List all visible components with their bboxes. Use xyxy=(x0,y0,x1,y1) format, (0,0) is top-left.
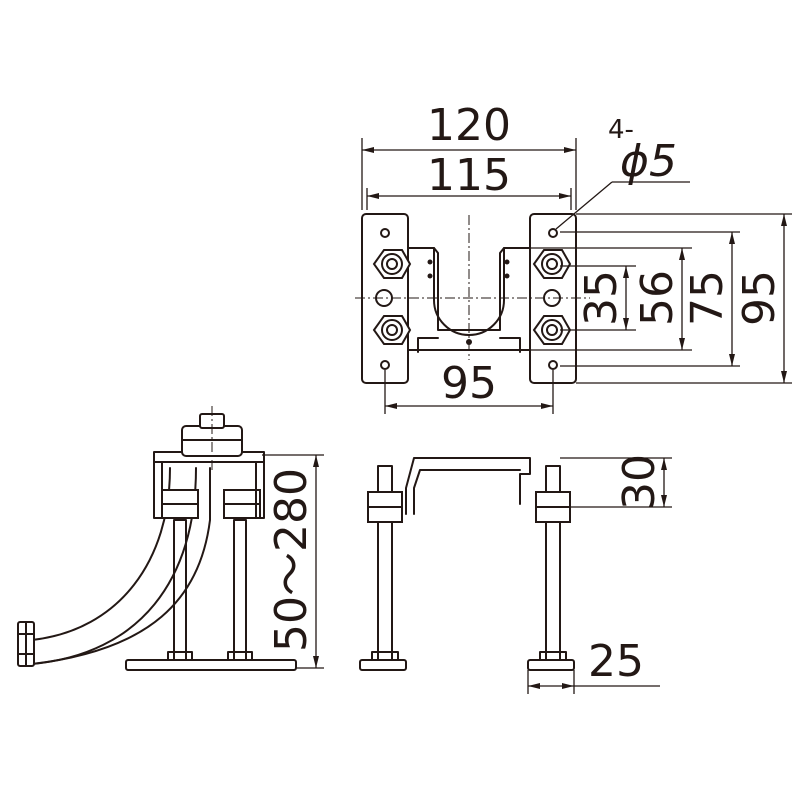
pipe-curve-outer-2 xyxy=(31,467,211,665)
side-view: 30 25 xyxy=(359,454,672,694)
mount-hole-bl xyxy=(380,360,390,370)
dim-35: 35 xyxy=(576,270,627,326)
mount-hole-tl xyxy=(380,228,390,238)
nut-top-left xyxy=(372,249,412,279)
nut-bottom-left xyxy=(372,315,412,345)
hole-note-count: 4- xyxy=(608,115,634,145)
center-plate-outline xyxy=(417,337,521,353)
dim-120: 120 xyxy=(427,100,511,151)
mount-hole-tr xyxy=(548,228,558,238)
dim-25: 25 xyxy=(588,636,644,687)
dim-56: 56 xyxy=(632,270,683,326)
center-plate xyxy=(407,247,531,351)
dim-95-bottom: 95 xyxy=(441,358,497,409)
nut-top-right xyxy=(532,249,572,279)
hole-note-diameter: ϕ5 xyxy=(620,136,677,187)
base-plate xyxy=(125,659,297,671)
dim-30: 30 xyxy=(614,454,665,510)
u-cutout xyxy=(433,247,505,336)
mount-hole-br xyxy=(548,360,558,370)
right-threaded-rod xyxy=(233,519,247,661)
side-bracket xyxy=(405,457,531,515)
top-view: 120 115 95 4- ϕ5 35 56 75 95 xyxy=(355,100,792,414)
pipe-curve-outer xyxy=(31,467,171,641)
front-view: 50～280 xyxy=(17,406,324,671)
dim-95-right: 95 xyxy=(734,270,785,326)
dim-115: 115 xyxy=(427,150,511,201)
dim-height-range: 50～280 xyxy=(266,468,317,652)
dim-75: 75 xyxy=(682,270,733,326)
pipe-fitting xyxy=(17,621,35,667)
